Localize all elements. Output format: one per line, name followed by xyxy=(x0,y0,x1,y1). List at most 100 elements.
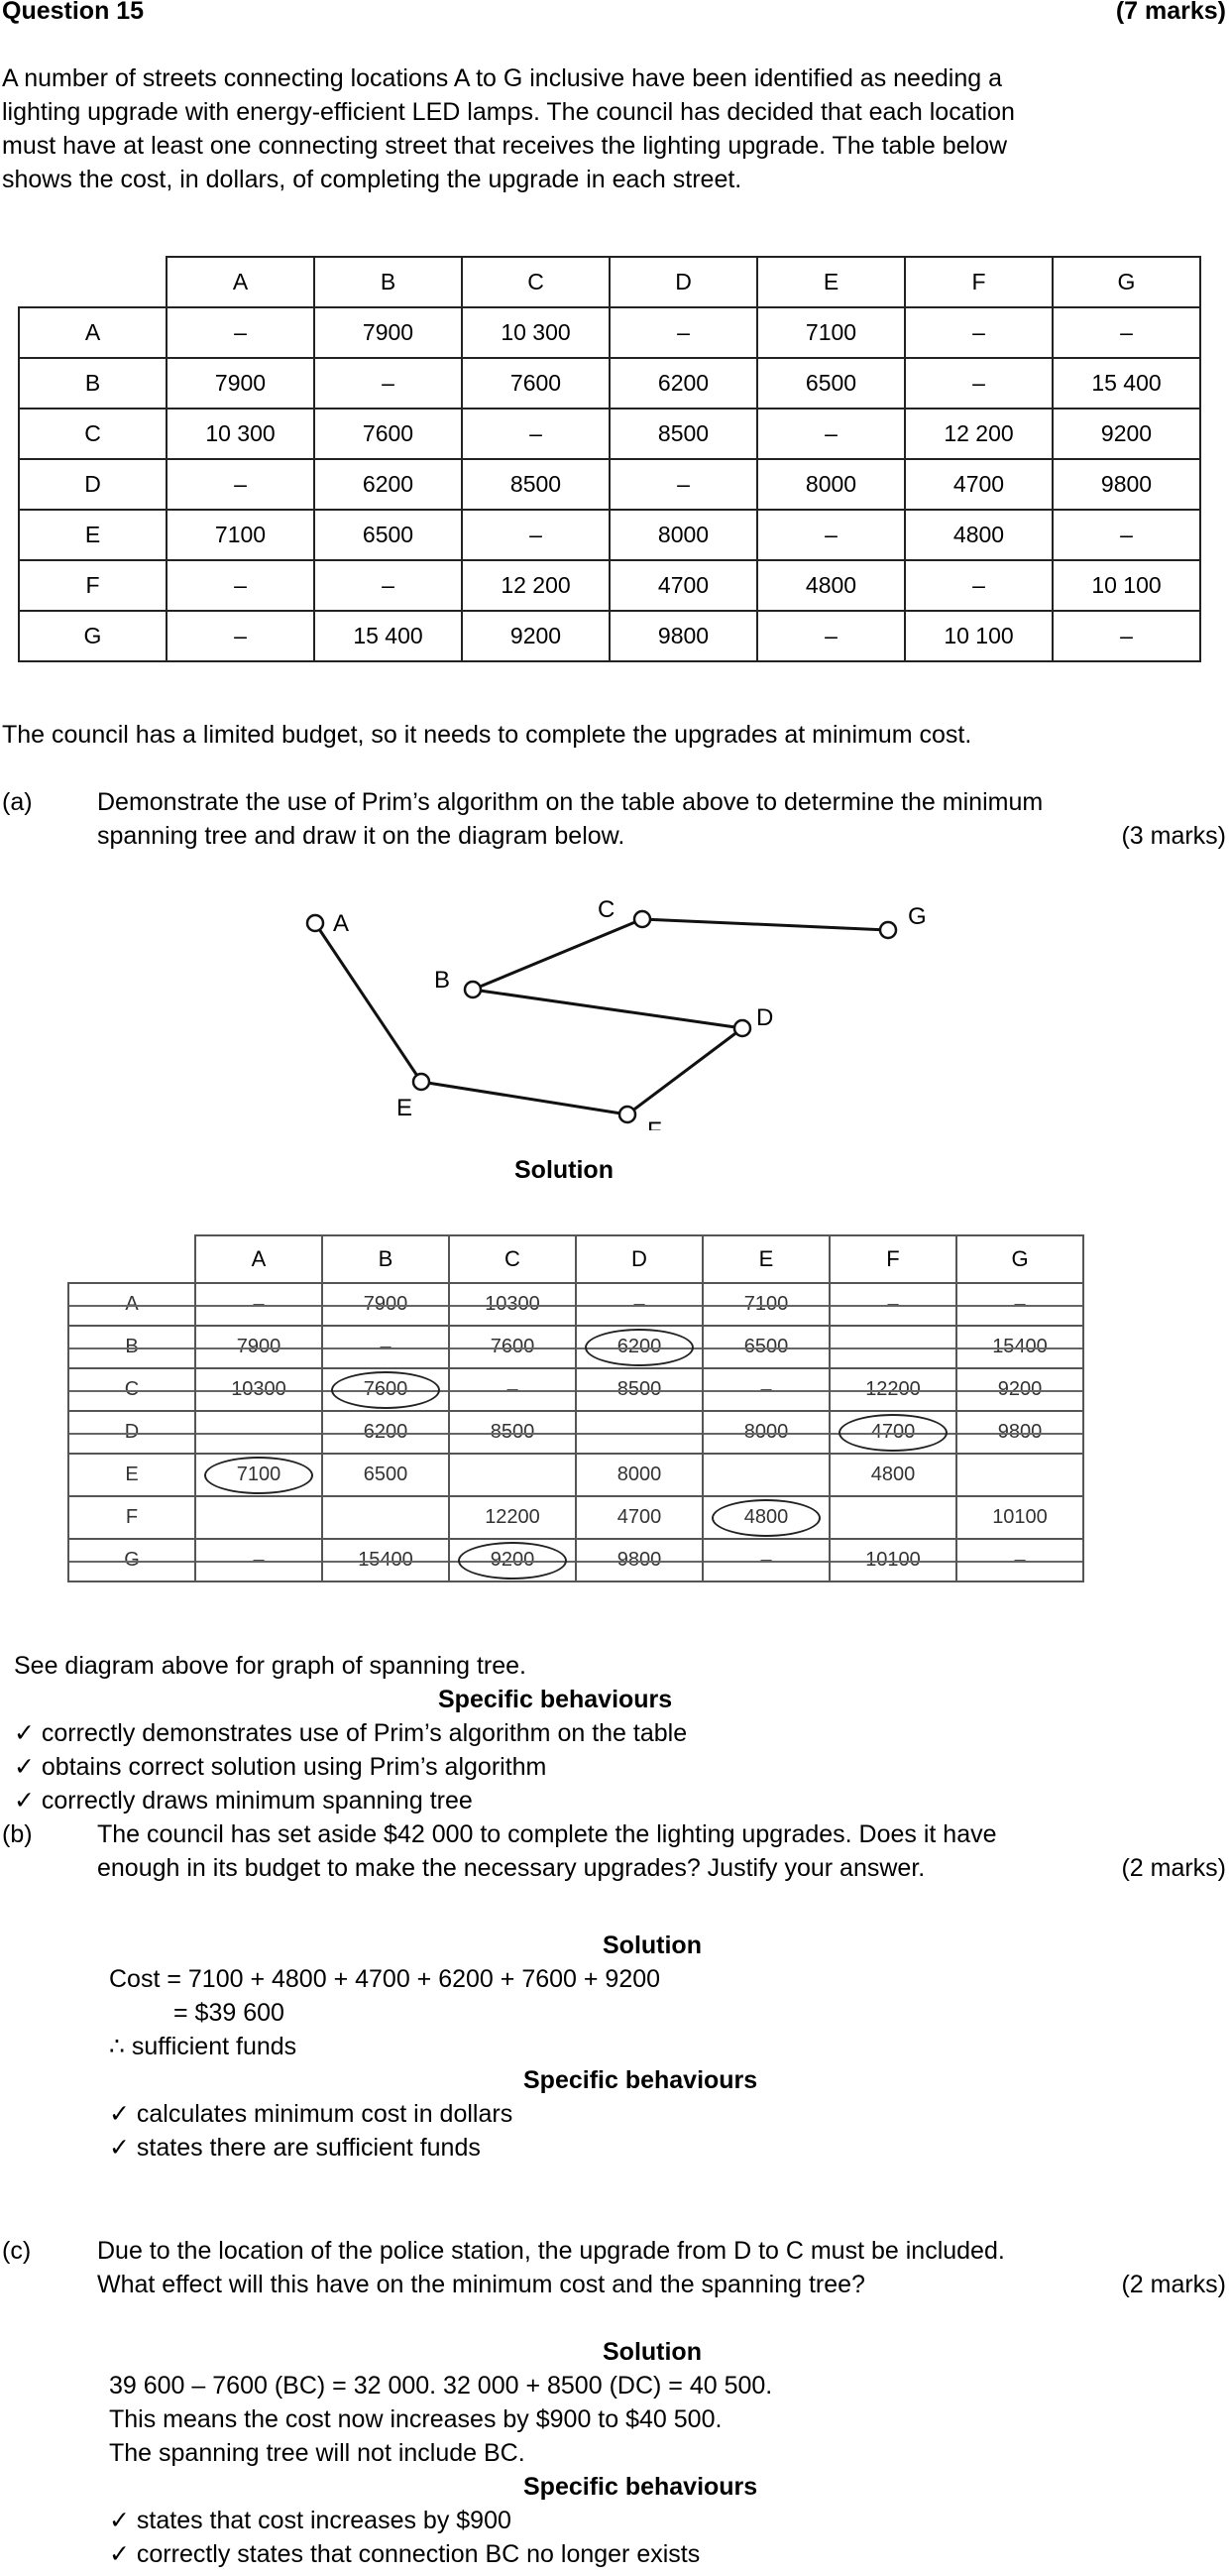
selected-edge-circle xyxy=(712,1498,821,1537)
table-cell: – xyxy=(166,559,315,612)
table-cell: 6500 xyxy=(702,1325,831,1369)
intro-paragraph: A number of streets connecting locations… xyxy=(2,61,1226,196)
table-cell: 7900 xyxy=(194,1325,323,1369)
strike-line xyxy=(957,1389,1082,1392)
cell-value: 4800 xyxy=(870,1464,916,1485)
table-cell: 7100 xyxy=(756,306,906,359)
table-cell: – xyxy=(194,1538,323,1582)
strike-line xyxy=(450,1347,575,1349)
column-header: G xyxy=(955,1234,1084,1284)
table-cell: 8500 xyxy=(461,458,611,511)
strike-line xyxy=(831,1389,955,1392)
table-cell: – xyxy=(461,509,611,561)
table-cell: 9800 xyxy=(609,610,758,662)
cell-value: 6500 xyxy=(743,1336,789,1357)
table-cell: 6200 xyxy=(609,357,758,410)
table-cell: 10 300 xyxy=(166,408,315,460)
part-b-solution-heading: Solution xyxy=(603,1932,702,1959)
table-cell: 6200 xyxy=(321,1410,450,1455)
strike-line xyxy=(196,1432,321,1435)
table-corner xyxy=(19,257,168,308)
table-cell: 12200 xyxy=(829,1367,957,1412)
strike-line xyxy=(196,1560,321,1563)
cell-value: 8000 xyxy=(743,1421,789,1443)
solution-heading: Solution xyxy=(514,1156,614,1184)
table-cell: 8000 xyxy=(609,509,758,561)
table-cell: 15 400 xyxy=(1052,357,1201,410)
row-header: F xyxy=(67,1495,196,1540)
table-cell: – xyxy=(166,458,315,511)
tree-node xyxy=(732,1018,752,1038)
cell-value: 9800 xyxy=(997,1421,1043,1443)
table-cell: 7900 xyxy=(166,357,315,410)
part-c-behaviour-item: ✓ states that cost increases by $900 xyxy=(109,2507,511,2534)
row-header: D xyxy=(18,458,168,511)
table-cell: – xyxy=(461,408,611,460)
part-b-label: (b) xyxy=(2,1820,33,1848)
part-c-label: (c) xyxy=(2,2237,32,2265)
strike-line xyxy=(196,1389,321,1392)
tree-edge xyxy=(626,1026,743,1116)
column-header: C xyxy=(448,1234,577,1284)
selected-edge-circle xyxy=(585,1328,694,1366)
table-cell: 4800 xyxy=(904,509,1054,561)
row-header: E xyxy=(67,1453,196,1497)
table-cell: – xyxy=(702,1367,831,1412)
cell-value: – xyxy=(760,1549,772,1571)
column-header: D xyxy=(575,1234,704,1284)
strike-line xyxy=(323,1432,448,1435)
column-header: E xyxy=(756,256,906,308)
cell-value: 7100 xyxy=(743,1293,789,1315)
part-b-line: enough in its budget to make the necessa… xyxy=(97,1854,926,1882)
strike-line xyxy=(577,1389,702,1392)
table-cell: 10300 xyxy=(448,1282,577,1327)
table-cell: 4800 xyxy=(702,1495,831,1540)
table-cell: 7600 xyxy=(313,408,463,460)
node-label: C xyxy=(598,896,615,923)
cell-value: 7900 xyxy=(236,1336,281,1357)
tree-node xyxy=(305,913,325,933)
row-header: A xyxy=(18,306,168,359)
table-cell: – xyxy=(1052,306,1201,359)
table-cell xyxy=(829,1495,957,1540)
budget-statement: The council has a limited budget, so it … xyxy=(2,721,972,749)
part-b-behaviour-item: ✓ states there are sufficient funds xyxy=(109,2134,481,2162)
table-cell xyxy=(194,1410,323,1455)
question-title: Question 15 xyxy=(2,0,145,25)
table-cell: 6500 xyxy=(313,509,463,561)
table-cell xyxy=(829,1325,957,1369)
cell-value: 4700 xyxy=(616,1506,662,1528)
table-cell: – xyxy=(1052,610,1201,662)
table-cell: – xyxy=(575,1282,704,1327)
part-b-working-line: ∴ sufficient funds xyxy=(109,2033,297,2060)
strike-line xyxy=(704,1389,829,1392)
table-cell: 4700 xyxy=(609,559,758,612)
node-label: A xyxy=(333,910,349,937)
table-cell xyxy=(955,1453,1084,1497)
cell-value: 7600 xyxy=(490,1336,535,1357)
table-cell: 8500 xyxy=(575,1367,704,1412)
table-cell: – xyxy=(904,559,1054,612)
cell-value: – xyxy=(760,1378,772,1400)
strike-line xyxy=(957,1432,1082,1435)
intro-line: shows the cost, in dollars, of completin… xyxy=(2,166,742,193)
row-label: C xyxy=(124,1378,140,1400)
table-cell: 12 200 xyxy=(461,559,611,612)
tree-node xyxy=(632,909,652,929)
strike-line xyxy=(196,1304,321,1307)
table-cell: 7100 xyxy=(702,1282,831,1327)
part-c-line: What effect will this have on the minimu… xyxy=(97,2271,865,2298)
row-label: E xyxy=(125,1464,139,1485)
table-cell: 8500 xyxy=(609,408,758,460)
part-a-label: (a) xyxy=(2,788,33,816)
row-label: D xyxy=(124,1421,140,1443)
tree-edge xyxy=(641,917,889,932)
tree-edge xyxy=(420,1080,628,1116)
strike-line xyxy=(704,1432,829,1435)
table-cell: – xyxy=(702,1538,831,1582)
